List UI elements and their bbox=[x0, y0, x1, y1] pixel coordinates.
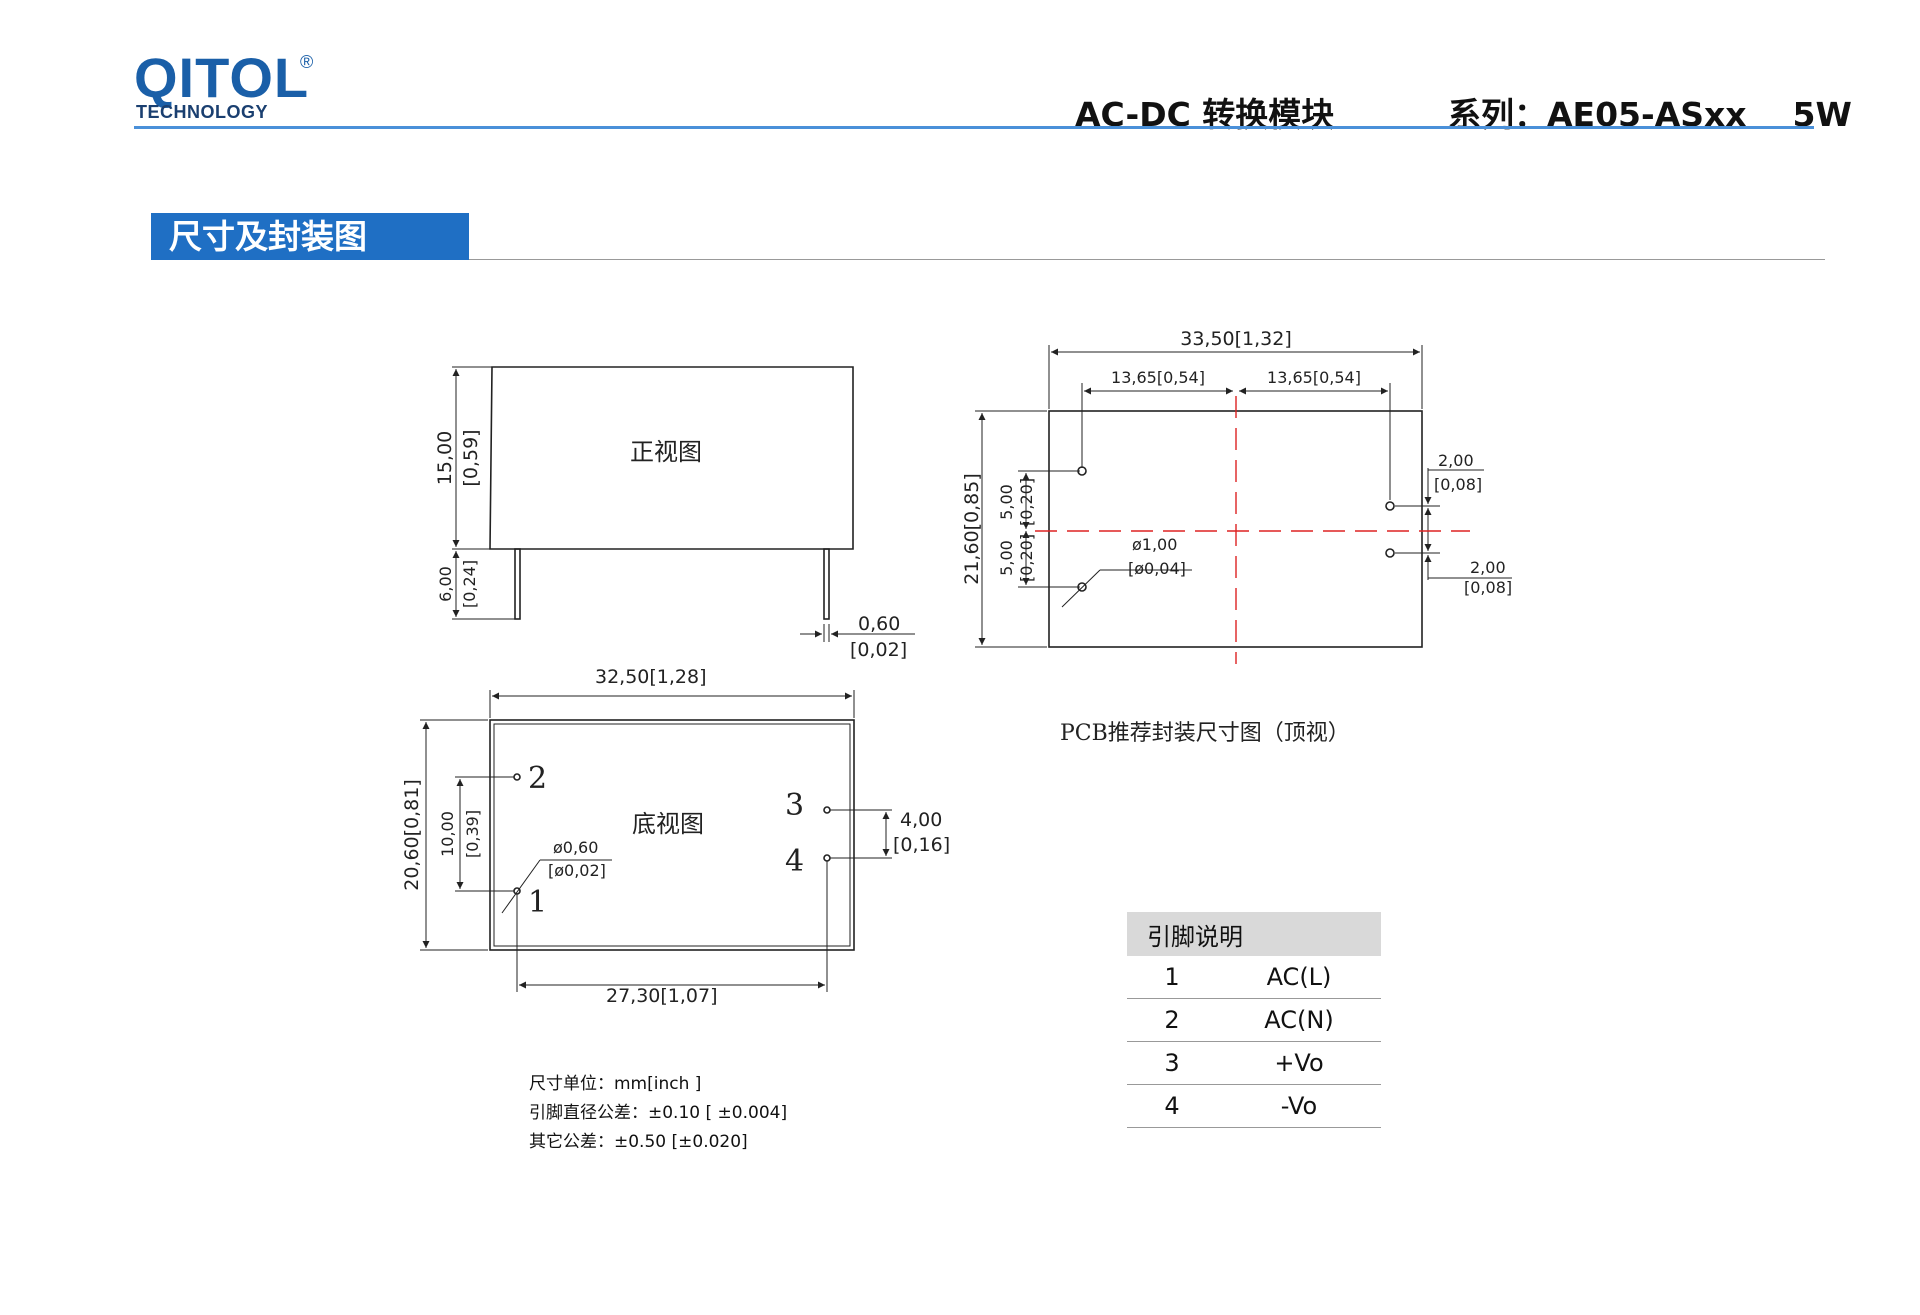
pcb-down-dim-inch: [0,20] bbox=[1017, 534, 1036, 582]
front-view-body bbox=[489, 366, 854, 550]
pcb-width-dim: 33,50[1,32] bbox=[1180, 328, 1292, 350]
pcb-hole-dim: ø1,00 bbox=[1132, 535, 1177, 554]
bottom-width-dim: 32,50[1,28] bbox=[595, 666, 707, 688]
bottom-view bbox=[420, 690, 892, 992]
bottom-pin-dia-dim: ø0,60 bbox=[553, 838, 598, 857]
pcb-right-dim-2-inch: [0,08] bbox=[1464, 578, 1512, 597]
section-rule bbox=[469, 259, 1825, 260]
bottom-pin-dia-dim-inch: [ø0,02] bbox=[548, 861, 606, 880]
front-view-pin-left bbox=[514, 548, 521, 620]
logo-registered-mark: ® bbox=[300, 52, 314, 72]
pin-function: AC(N) bbox=[1217, 998, 1381, 1042]
pcb-hole-4 bbox=[1385, 548, 1395, 558]
pcb-hole-3 bbox=[1385, 501, 1395, 511]
front-pin-width-dim: 0,60 bbox=[858, 613, 900, 635]
pcb-view bbox=[975, 345, 1512, 664]
front-view-label: 正视图 bbox=[630, 438, 702, 466]
header-rule bbox=[134, 126, 1814, 129]
pcb-right-dim-1-inch: [0,08] bbox=[1434, 475, 1482, 494]
pin-number: 1 bbox=[1127, 956, 1217, 999]
pcb-view-caption: PCB推荐封装尺寸图（顶视） bbox=[1060, 721, 1350, 746]
logo-text: QITOL bbox=[134, 46, 310, 109]
bottom-view-label: 底视图 bbox=[632, 810, 704, 838]
pin-function: AC(L) bbox=[1217, 956, 1381, 999]
pcb-up-dim: 5,00 bbox=[997, 484, 1016, 520]
pin-number: 2 bbox=[1127, 998, 1217, 1042]
front-pin-width-dim-inch: [0,02] bbox=[850, 639, 907, 661]
pin-function: -Vo bbox=[1217, 1084, 1381, 1128]
pcb-half-a-dim: 13,65[0,54] bbox=[1111, 368, 1205, 387]
table-row: 2 AC(N) bbox=[1127, 998, 1381, 1042]
bottom-pitch-dim-inch: [0,39] bbox=[463, 810, 482, 858]
bottom-pin-label-2: 2 bbox=[528, 761, 547, 796]
bottom-pin-2-hole bbox=[513, 773, 521, 781]
pin-number: 4 bbox=[1127, 1084, 1217, 1128]
pcb-down-dim: 5,00 bbox=[997, 540, 1016, 576]
pin-description-table: 引脚说明 1 AC(L) 2 AC(N) 3 +Vo 4 -Vo bbox=[1127, 912, 1381, 1128]
bottom-pin-label-4: 4 bbox=[785, 844, 804, 879]
bottom-out-pitch-dim-inch: [0,16] bbox=[893, 834, 950, 856]
bottom-pin-4-hole bbox=[823, 854, 831, 862]
bottom-view-outer bbox=[489, 719, 855, 951]
bottom-pin-span-dim: 27,30[1,07] bbox=[606, 985, 718, 1007]
pin-function: +Vo bbox=[1217, 1041, 1381, 1085]
table-row: 4 -Vo bbox=[1127, 1084, 1381, 1128]
note-pin-tolerance: 引脚直径公差：±0.10 [ ±0.004] bbox=[529, 1103, 788, 1123]
table-row: 3 +Vo bbox=[1127, 1041, 1381, 1085]
note-unit: 尺寸单位：mm[inch ] bbox=[529, 1074, 702, 1094]
front-view-pin-right bbox=[823, 548, 830, 620]
pcb-half-b-dim: 13,65[0,54] bbox=[1267, 368, 1361, 387]
section-title: 尺寸及封装图 bbox=[151, 213, 469, 260]
front-pin-dim: 6,00 bbox=[436, 566, 455, 602]
pcb-height-dim: 21,60[0,85] bbox=[961, 473, 983, 585]
pcb-up-dim-inch: [0,20] bbox=[1017, 478, 1036, 526]
front-height-dim-inch: [0,59] bbox=[460, 429, 482, 486]
bottom-pitch-dim: 10,00 bbox=[438, 811, 457, 857]
logo-subtitle: TECHNOLOGY bbox=[136, 102, 269, 122]
bottom-height-dim: 20,60[0,81] bbox=[401, 779, 423, 891]
pcb-hole-dim-inch: [ø0,04] bbox=[1128, 559, 1186, 578]
note-other-tolerance: 其它公差：±0.50 [±0.020] bbox=[529, 1132, 748, 1152]
bottom-out-pitch-dim: 4,00 bbox=[900, 809, 942, 831]
bottom-pin-label-3: 3 bbox=[785, 788, 804, 823]
pin-number: 3 bbox=[1127, 1041, 1217, 1085]
dimension-notes: 尺寸单位：mm[inch ] 引脚直径公差：±0.10 [ ±0.004] 其它… bbox=[529, 1070, 787, 1157]
front-pin-dim-inch: [0,24] bbox=[460, 560, 479, 608]
pcb-right-dim-2: 2,00 bbox=[1470, 558, 1506, 577]
front-height-dim: 15,00 bbox=[434, 431, 456, 485]
bottom-pin-3-hole bbox=[823, 806, 831, 814]
bottom-pin-label-1: 1 bbox=[528, 885, 547, 920]
pcb-hole-2 bbox=[1077, 466, 1087, 476]
pin-table-header: 引脚说明 bbox=[1127, 912, 1381, 956]
pcb-hole-1 bbox=[1077, 582, 1087, 592]
pcb-right-dim-1: 2,00 bbox=[1438, 451, 1474, 470]
company-logo: QITOL ® TECHNOLOGY bbox=[134, 50, 324, 125]
front-view bbox=[452, 366, 915, 642]
table-row: 1 AC(L) bbox=[1127, 956, 1381, 999]
